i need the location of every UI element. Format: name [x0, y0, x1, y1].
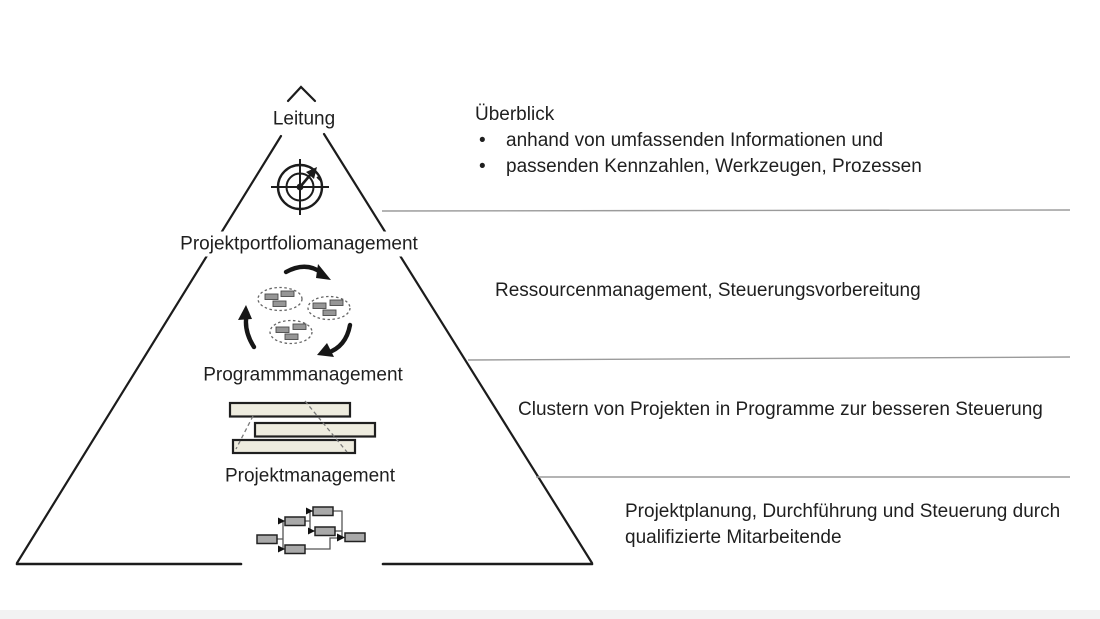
level-label-projektportfoliomanagement: Projektportfoliomanagement [174, 231, 424, 257]
level-label-leitung: Leitung [266, 106, 342, 132]
pyramid-left-edge [15, 134, 283, 565]
level-separators [381, 209, 1071, 478]
overview-bullet-2: passenden Kennzahlen, Werkzeugen, Prozes… [475, 154, 922, 180]
network-diagram-icon [256, 506, 366, 555]
separator-line-2 [467, 356, 1071, 361]
overview-block: Überblick anhand von umfassenden Informa… [475, 102, 922, 180]
description-projektportfoliomanagement: Ressourcenmanagement, Steuerungsvorberei… [495, 280, 921, 301]
pyramid-right-edge [322, 132, 594, 565]
compass-target-icon [271, 159, 329, 215]
separator-line-1 [381, 209, 1071, 212]
pyramid-apex-caret [286, 85, 317, 103]
bottom-artifact-band [0, 610, 1100, 619]
level-label-programmmanagement: Programmmanagement [197, 362, 409, 388]
overview-bullet-1: anhand von umfassenden Informationen und [475, 128, 922, 154]
portfolio-cycle-icon [238, 264, 353, 357]
level-label-projektmanagement: Projektmanagement [218, 463, 402, 489]
description-projektmanagement: Projektplanung, Durchführung und Steueru… [625, 501, 1061, 548]
description-programmmanagement: Clustern von Projekten in Programme zur … [518, 399, 1043, 420]
gantt-bars-icon [228, 400, 377, 455]
pyramid-outline [15, 85, 594, 566]
overview-heading: Überblick [475, 104, 555, 125]
